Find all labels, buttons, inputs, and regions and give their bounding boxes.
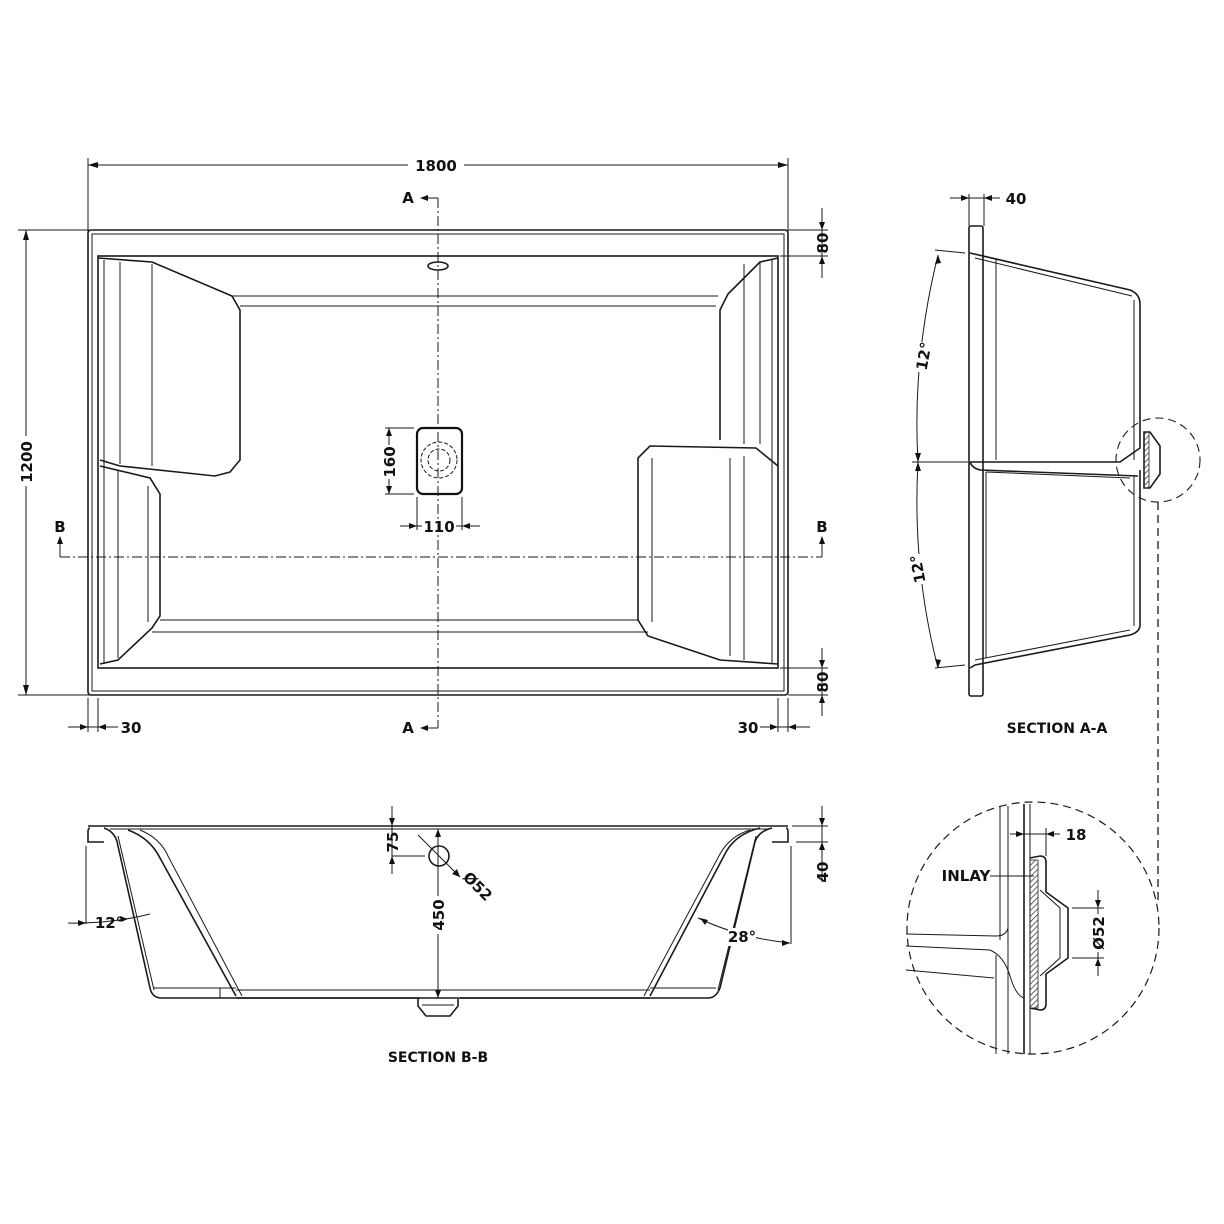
dim-detail-overflow-diameter: Ø52 <box>1090 916 1108 950</box>
detail-view: 18 INLAY Ø52 <box>905 801 1160 1055</box>
dim-detail-inlay-thickness: 18 <box>1066 826 1087 844</box>
section-bb-title: SECTION B-B <box>388 1050 488 1066</box>
dim-rim-right: 30 <box>738 719 759 737</box>
dim-overall-length: 1800 <box>415 157 457 175</box>
section-b-marker-right: B <box>816 518 827 536</box>
section-a-marker-bottom: A <box>402 719 414 737</box>
plan-view: 1800 1200 <box>16 155 832 737</box>
dim-waste-height: 160 <box>381 446 399 477</box>
dim-bb-angle-left: 12° <box>95 914 123 932</box>
dim-aa-angle-top: 12° <box>913 341 936 372</box>
dim-waste-width: 110 <box>423 518 454 536</box>
dim-aa-angle-bottom: 12° <box>907 553 930 584</box>
dim-bb-rim-height: 40 <box>814 862 832 883</box>
dim-bb-overflow-offset: 75 <box>384 832 402 853</box>
dim-rim-top: 80 <box>814 233 832 254</box>
section-a-marker-top: A <box>402 189 414 207</box>
dim-bb-overflow-diameter: Ø52 <box>459 868 496 905</box>
dim-bb-angle-right: 28° <box>728 928 756 946</box>
section-b-marker-left: B <box>54 518 65 536</box>
section-aa-title: SECTION A-A <box>1007 721 1108 737</box>
dim-rim-bottom: 80 <box>814 672 832 693</box>
dim-bb-depth: 450 <box>430 899 448 930</box>
dim-overall-width: 1200 <box>18 441 36 483</box>
detail-inlay-label: INLAY <box>942 867 992 885</box>
dim-rim-left: 30 <box>121 719 142 737</box>
section-bb-view: Ø52 75 450 12° 28° 40 SECTION <box>67 806 832 1066</box>
dim-aa-rim-thickness: 40 <box>1006 190 1027 208</box>
section-aa-view: 40 12° 12° SECTION A-A <box>907 190 1201 905</box>
